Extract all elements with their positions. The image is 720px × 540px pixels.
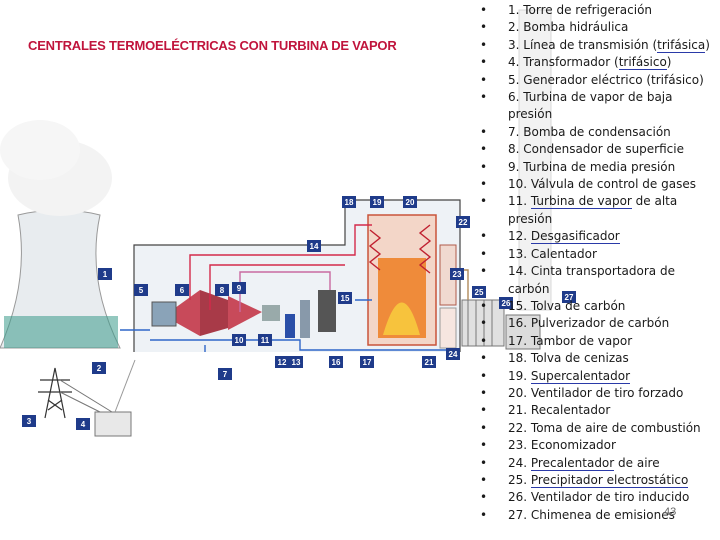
svg-text:21: 21 bbox=[425, 358, 434, 367]
svg-text:6: 6 bbox=[180, 286, 185, 295]
legend-link[interactable]: Turbina de vapor bbox=[530, 194, 632, 210]
legend-item: 13. Calentador bbox=[472, 246, 718, 264]
callout-8: 8 bbox=[215, 284, 229, 296]
legend-item: 27. Chimenea de emisiones bbox=[472, 507, 718, 525]
svg-text:5: 5 bbox=[139, 286, 144, 295]
legend-item: 5. Generador eléctrico (trifásico) bbox=[472, 72, 718, 90]
legend-link[interactable]: Precalentador bbox=[530, 455, 615, 471]
callout-21: 21 bbox=[422, 356, 436, 368]
callout-6: 6 bbox=[175, 284, 189, 296]
callout-24: 24 bbox=[446, 348, 460, 360]
legend-item: 10. Válvula de control de gases bbox=[472, 176, 718, 194]
svg-text:16: 16 bbox=[332, 358, 341, 367]
svg-text:15: 15 bbox=[341, 294, 350, 303]
legend-link[interactable]: trifásico bbox=[618, 55, 667, 71]
svg-text:3: 3 bbox=[27, 417, 32, 426]
legend-link[interactable]: Desgasificador bbox=[530, 229, 620, 245]
callout-16: 16 bbox=[329, 356, 343, 368]
legend-link[interactable]: trifásica bbox=[657, 37, 706, 53]
callout-23: 23 bbox=[450, 268, 464, 280]
legend-item: 24. Precalentador de aire bbox=[472, 455, 718, 473]
svg-text:20: 20 bbox=[406, 198, 415, 207]
svg-text:18: 18 bbox=[345, 198, 354, 207]
page-number: 43 bbox=[664, 506, 677, 518]
callout-5: 5 bbox=[134, 284, 148, 296]
legend-item: 7. Bomba de condensación bbox=[472, 124, 718, 142]
callout-11: 11 bbox=[258, 334, 272, 346]
legend-item: 25. Precipitador electrostático bbox=[472, 472, 718, 490]
svg-text:2: 2 bbox=[97, 364, 102, 373]
legend-item: 16. Pulverizador de carbón bbox=[472, 315, 718, 333]
svg-text:1: 1 bbox=[103, 270, 108, 279]
callout-13: 13 bbox=[289, 356, 303, 368]
callout-17: 17 bbox=[360, 356, 374, 368]
legend-item: 15. Tolva de carbón bbox=[472, 298, 718, 316]
legend-item: 8. Condensador de superficie bbox=[472, 141, 718, 159]
callout-10: 10 bbox=[232, 334, 246, 346]
callout-18: 18 bbox=[342, 196, 356, 208]
callout-19: 19 bbox=[370, 196, 384, 208]
callout-9: 9 bbox=[232, 282, 246, 294]
svg-text:11: 11 bbox=[261, 336, 270, 345]
svg-text:14: 14 bbox=[310, 242, 319, 251]
legend-item: 18. Tolva de cenizas bbox=[472, 350, 718, 368]
legend-item: 1. Torre de refrigeración bbox=[472, 2, 718, 20]
svg-text:9: 9 bbox=[237, 284, 242, 293]
transformer bbox=[94, 411, 132, 437]
svg-text:13: 13 bbox=[292, 358, 301, 367]
legend-item: 6. Turbina de vapor de baja presión bbox=[472, 89, 718, 124]
legend-item: 3. Línea de transmisión (trifásica) bbox=[472, 37, 718, 55]
svg-text:10: 10 bbox=[235, 336, 244, 345]
svg-text:7: 7 bbox=[223, 370, 228, 379]
legend-link[interactable]: Supercalentador bbox=[530, 368, 631, 384]
page-title: CENTRALES TERMOELÉCTRICAS CON TURBINA DE… bbox=[28, 38, 397, 53]
svg-text:12: 12 bbox=[278, 358, 287, 367]
legend-item: 26. Ventilador de tiro inducido bbox=[472, 489, 718, 507]
legend-item: 12. Desgasificador bbox=[472, 228, 718, 246]
svg-text:8: 8 bbox=[220, 286, 225, 295]
legend-item: 9. Turbina de media presión bbox=[472, 159, 718, 177]
callout-22: 22 bbox=[456, 216, 470, 228]
legend-item: 2. Bomba hidráulica bbox=[472, 19, 718, 37]
legend-link[interactable]: Precipitador electrostático bbox=[530, 472, 689, 488]
legend-item: 4. Transformador (trifásico) bbox=[472, 54, 718, 72]
callout-3: 3 bbox=[22, 415, 36, 427]
callout-4: 4 bbox=[76, 418, 90, 430]
component-legend: 1. Torre de refrigeración2. Bomba hidráu… bbox=[472, 2, 718, 525]
callout-1: 1 bbox=[98, 268, 112, 280]
svg-text:17: 17 bbox=[363, 358, 372, 367]
svg-text:24: 24 bbox=[449, 350, 458, 359]
svg-text:4: 4 bbox=[81, 420, 86, 429]
legend-item: 23. Economizador bbox=[472, 437, 718, 455]
legend-item: 22. Toma de aire de combustión bbox=[472, 420, 718, 438]
turbine-set bbox=[175, 290, 200, 336]
svg-text:23: 23 bbox=[453, 270, 462, 279]
legend-item: 20. Ventilador de tiro forzado bbox=[472, 385, 718, 403]
callout-7: 7 bbox=[218, 368, 232, 380]
callout-2: 2 bbox=[92, 362, 106, 374]
callout-12: 12 bbox=[275, 356, 289, 368]
legend-item: 19. Supercalentador bbox=[472, 368, 718, 385]
legend-item: 21. Recalentador bbox=[472, 402, 718, 420]
legend-item: 14. Cinta transportadora de carbón bbox=[472, 263, 718, 298]
callout-14: 14 bbox=[307, 240, 321, 252]
callout-20: 20 bbox=[403, 196, 417, 208]
legend-item: 17. Tambor de vapor bbox=[472, 333, 718, 351]
callout-15: 15 bbox=[338, 292, 352, 304]
legend-item: 11. Turbina de vapor de alta presión bbox=[472, 193, 718, 228]
svg-text:19: 19 bbox=[373, 198, 382, 207]
svg-text:22: 22 bbox=[459, 218, 468, 227]
transmission-tower bbox=[38, 367, 72, 419]
